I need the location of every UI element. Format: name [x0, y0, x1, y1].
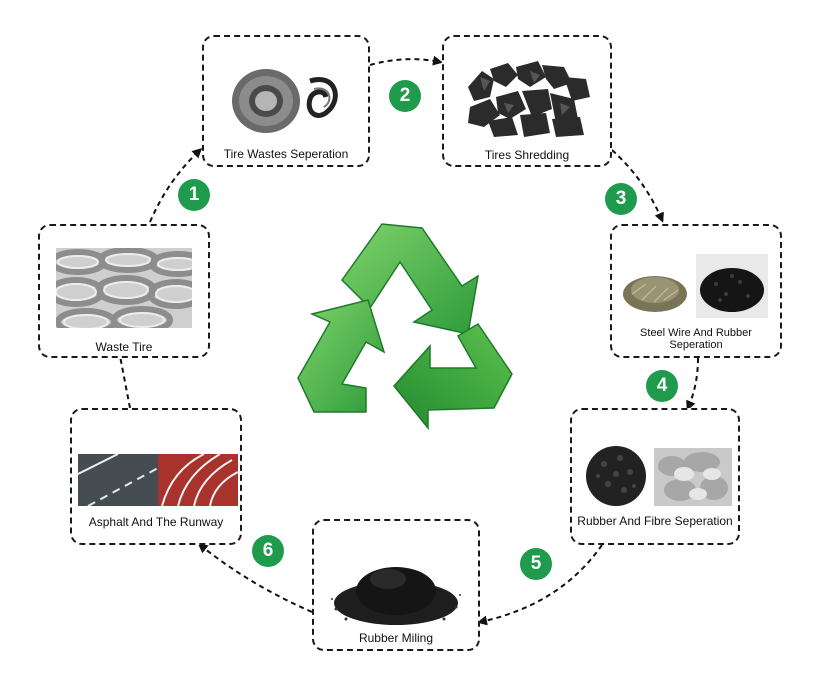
shredded-tires-image	[468, 61, 590, 137]
rubber-powder-image	[331, 567, 461, 625]
connector-step-5	[477, 544, 603, 626]
recycle-symbol-icon	[297, 223, 513, 431]
node-asphalt-runway: Asphalt And The Runway	[70, 408, 242, 545]
rubber-granules-image	[696, 254, 768, 318]
asphalt-image	[78, 454, 158, 506]
recycle-arrow-left	[297, 299, 386, 413]
node-tire-wastes-separation: Tire Wastes Seperation	[202, 35, 370, 167]
recycle-arrow-right	[393, 322, 513, 431]
node-label: Asphalt And The Runway	[88, 515, 224, 529]
connector-step-6	[197, 543, 313, 613]
node-label: Waste Tire	[95, 340, 153, 354]
fibre-image	[654, 448, 732, 506]
node-label: Rubber Miling	[358, 631, 434, 645]
node-rubber-milling: Rubber Miling	[312, 519, 480, 651]
node-label: Steel Wire And Rubber Seperation	[640, 327, 752, 351]
runway-track-image	[158, 454, 238, 506]
connector-step-2	[369, 55, 443, 66]
rubber-crumb-image	[586, 446, 646, 506]
connector-loop-close	[119, 355, 131, 409]
node-waste-tire: Waste Tire	[38, 224, 210, 358]
step-badge-4: 4	[646, 370, 678, 402]
steel-wire-image	[623, 276, 687, 312]
tire-separation-image	[232, 69, 338, 133]
node-tires-shredding: Tires Shredding	[442, 35, 612, 167]
node-steel-wire-rubber-separation: Steel Wire And Rubber Seperation	[610, 224, 782, 358]
step-badge-5: 5	[520, 548, 552, 580]
waste-tire-image	[56, 248, 192, 328]
connector-step-4	[686, 357, 699, 411]
step-badge-2: 2	[389, 80, 421, 112]
node-label: Tire Wastes Seperation	[223, 147, 349, 161]
node-rubber-fibre-separation: Rubber And Fibre Seperation	[570, 408, 740, 545]
step-badge-6: 6	[252, 535, 284, 567]
node-label: Tires Shredding	[484, 148, 570, 162]
step-badge-3: 3	[605, 183, 637, 215]
connector-step-1	[149, 147, 203, 223]
node-label: Rubber And Fibre Seperation	[577, 514, 733, 528]
step-badge-1: 1	[178, 179, 210, 211]
